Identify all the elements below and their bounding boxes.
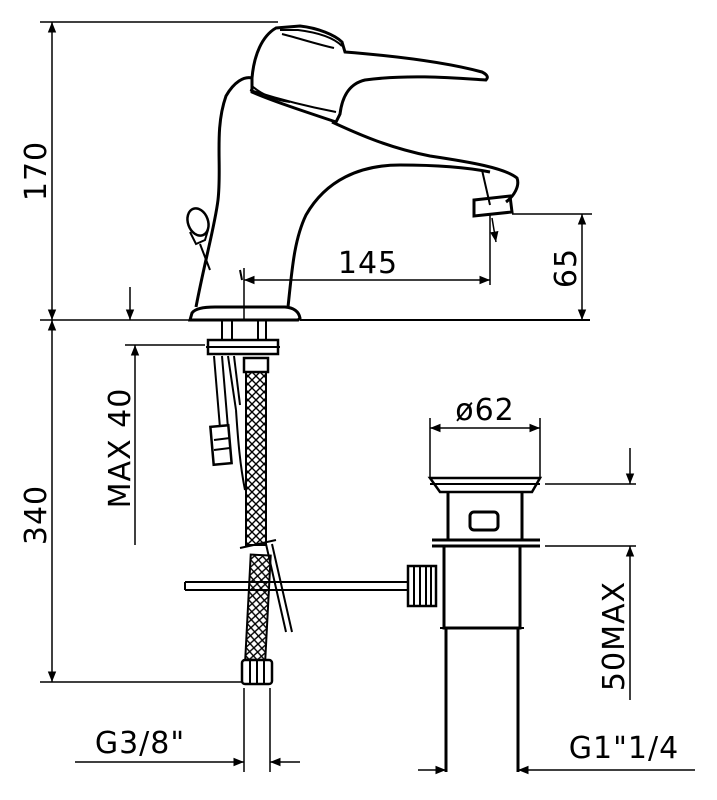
faucet-body	[186, 24, 520, 322]
thread-g114-label: G1"1/4	[569, 731, 679, 766]
dimension-diameter-62: ø62	[429, 393, 541, 478]
dimension-145: 145	[243, 215, 499, 320]
popup-knob	[186, 207, 211, 271]
dimension-65-label: 65	[549, 248, 584, 288]
dimension-max-50: 50MAX	[545, 448, 636, 700]
dimension-145-label: 145	[338, 246, 398, 281]
dimension-65: 65	[512, 213, 592, 320]
thread-g38: G3/8"	[75, 688, 300, 772]
countertop-line	[125, 287, 590, 321]
dimension-diameter-62-label: ø62	[455, 393, 515, 428]
mounting-assembly	[206, 320, 293, 686]
dimension-340-label: 340	[19, 485, 54, 545]
dimension-max-40-label: MAX 40	[103, 388, 138, 509]
thread-g114: G1"1/4	[418, 731, 695, 775]
dimension-max-50-label: 50MAX	[597, 581, 632, 691]
dimension-170-label: 170	[19, 141, 54, 201]
dimension-max-40: MAX 40	[103, 344, 205, 545]
thread-g38-label: G3/8"	[95, 726, 185, 761]
dimension-170: 170	[19, 21, 278, 321]
dimension-340: 340	[19, 320, 252, 683]
waste-fitting	[427, 476, 543, 772]
popup-rod	[184, 564, 438, 608]
